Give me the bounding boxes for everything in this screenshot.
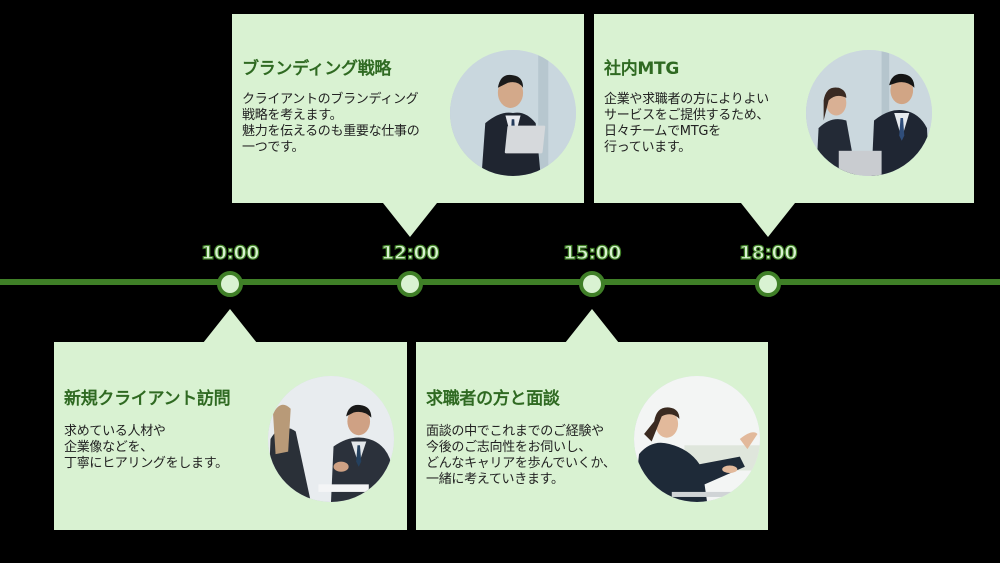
callout-title: 求職者の方と面談 xyxy=(426,389,560,409)
callout-pointer-up xyxy=(203,309,257,343)
timeline-line xyxy=(0,279,1000,285)
candidate-interview-photo xyxy=(634,376,760,502)
callout-candidate-interview: 求職者の方と面談 面談の中でこれまでのご経験や 今後のご志向性をお伺いし、 どん… xyxy=(416,342,768,530)
callout-body: 求めている人材や 企業像などを、 丁寧にヒアリングをします。 xyxy=(64,424,228,471)
callout-internal-meeting: 社内MTG 企業や求職者の方によりよい サービスをご提供するため、 日々チームで… xyxy=(594,14,974,203)
time-label-1000: 10:00 xyxy=(200,241,260,264)
businessman-with-laptop-photo xyxy=(450,50,576,176)
timeline-node-1500 xyxy=(579,271,605,297)
client-interview-photo xyxy=(268,376,394,502)
callout-pointer-down xyxy=(383,203,437,237)
callout-title: 新規クライアント訪問 xyxy=(64,389,231,409)
time-label-1800: 18:00 xyxy=(738,241,798,264)
timeline-node-1200 xyxy=(397,271,423,297)
callout-pointer-down xyxy=(741,203,795,237)
callout-body: 面談の中でこれまでのご経験や 今後のご志向性をお伺いし、 どんなキャリアを歩んで… xyxy=(426,424,616,487)
callout-body: 企業や求職者の方によりよい サービスをご提供するため、 日々チームでMTGを 行… xyxy=(604,92,770,155)
businessman-with-laptop-icon xyxy=(450,50,576,176)
callout-body: クライアントのブランディング 戦略を考えます。 魅力を伝えるのも重要な仕事の 一… xyxy=(242,92,420,155)
timeline-node-1000 xyxy=(217,271,243,297)
team-meeting-photo xyxy=(806,50,932,176)
callout-pointer-up xyxy=(565,309,619,343)
callout-new-client-visit: 新規クライアント訪問 求めている人材や 企業像などを、 丁寧にヒアリングをします… xyxy=(54,342,407,530)
callout-branding-strategy: ブランディング戦略 クライアントのブランディング 戦略を考えます。 魅力を伝える… xyxy=(232,14,584,203)
timeline-node-1800 xyxy=(755,271,781,297)
candidate-interview-icon xyxy=(634,376,760,502)
team-meeting-icon xyxy=(806,50,932,176)
callout-title: ブランディング戦略 xyxy=(242,59,392,79)
callout-title: 社内MTG xyxy=(604,59,679,79)
time-label-1500: 15:00 xyxy=(562,241,622,264)
time-label-1200: 12:00 xyxy=(380,241,440,264)
client-interview-icon xyxy=(268,376,394,502)
